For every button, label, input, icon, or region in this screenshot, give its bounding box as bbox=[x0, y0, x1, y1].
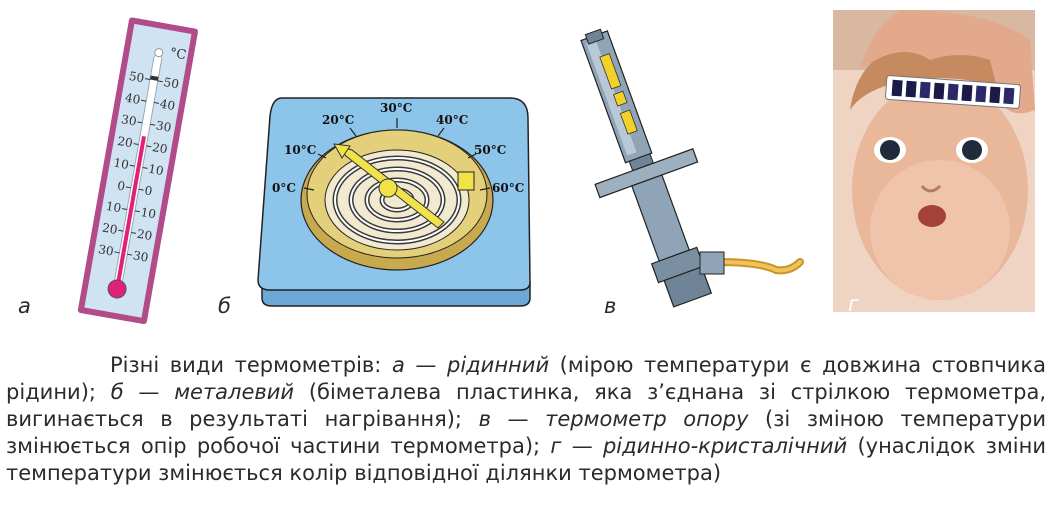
caption-dash: — bbox=[123, 380, 175, 404]
svg-text:0°C: 0°C bbox=[272, 181, 296, 195]
right-scale: 50 40 30 20 10 0 10 20 30 bbox=[132, 75, 180, 265]
caption-dash: — bbox=[561, 434, 603, 458]
svg-text:30: 30 bbox=[120, 112, 137, 128]
caption-a-term: рідинний bbox=[447, 353, 550, 377]
svg-text:20: 20 bbox=[151, 140, 168, 156]
caption-b-desc: (біметалева пластинка, яка з’єднана зі с… bbox=[6, 380, 1047, 431]
figure-drawing: °C 50 40 30 20 10 0 10 20 30 50 40 30 20… bbox=[77, 10, 1035, 325]
label-g: г bbox=[848, 292, 860, 316]
resistance-thermometer bbox=[580, 28, 804, 308]
caption-v-desc: (зі зміною температури змінюється опір р… bbox=[6, 407, 1046, 458]
unit-label: °C bbox=[169, 46, 188, 64]
metal-thermometer: 0°C 10°C 20°C 30°C 40°C 50°C 60°C bbox=[257, 97, 531, 307]
svg-text:0: 0 bbox=[116, 179, 126, 194]
svg-text:20: 20 bbox=[101, 221, 118, 237]
svg-text:10: 10 bbox=[113, 156, 130, 172]
svg-text:60°C: 60°C bbox=[492, 181, 524, 195]
figure-caption: Різні види термометрів: а — рідинний (мі… bbox=[6, 352, 1046, 487]
svg-text:30°C: 30°C bbox=[380, 101, 412, 115]
svg-text:30: 30 bbox=[97, 242, 114, 258]
caption-g-term: рідинно-кристалічний bbox=[602, 434, 848, 458]
caption-v-letter: в bbox=[478, 407, 491, 431]
svg-text:50: 50 bbox=[128, 69, 145, 85]
svg-text:0: 0 bbox=[143, 183, 153, 198]
label-a: а bbox=[18, 294, 31, 318]
svg-text:20: 20 bbox=[136, 227, 153, 243]
caption-g-letter: г bbox=[550, 434, 562, 458]
svg-text:30: 30 bbox=[132, 248, 149, 264]
svg-text:20°C: 20°C bbox=[322, 113, 354, 127]
caption-dash: — bbox=[490, 407, 546, 431]
caption-b-term: металевий bbox=[174, 380, 295, 404]
caption-a-letter: а bbox=[391, 353, 405, 377]
svg-text:10: 10 bbox=[147, 162, 164, 178]
liquid-thermometer: °C 50 40 30 20 10 0 10 20 30 50 40 30 20… bbox=[77, 17, 198, 325]
left-scale: 50 40 30 20 10 0 10 20 30 bbox=[97, 69, 145, 259]
dial-scale: 0°C 10°C 20°C 30°C 40°C 50°C 60°C bbox=[272, 101, 524, 195]
svg-text:20: 20 bbox=[116, 134, 133, 150]
label-b: б bbox=[218, 294, 231, 318]
caption-b-letter: б bbox=[110, 380, 124, 404]
svg-text:50°C: 50°C bbox=[474, 143, 506, 157]
caption-intro: Різні види термометрів: bbox=[110, 353, 392, 377]
svg-text:40°C: 40°C bbox=[436, 113, 468, 127]
label-v: в bbox=[604, 294, 617, 318]
liquid-crystal-thermometer-photo bbox=[833, 10, 1035, 312]
caption-paragraph: Різні види термометрів: а — рідинний (мі… bbox=[6, 352, 1046, 487]
svg-text:50: 50 bbox=[163, 75, 180, 91]
svg-text:40: 40 bbox=[159, 97, 176, 113]
svg-text:30: 30 bbox=[155, 118, 172, 134]
svg-text:40: 40 bbox=[124, 91, 141, 107]
svg-text:10°C: 10°C bbox=[284, 143, 316, 157]
svg-text:10: 10 bbox=[140, 205, 157, 221]
caption-a-desc: (мірою температури є довжина стовпчика р… bbox=[6, 353, 1046, 404]
caption-v-term: термометр опору bbox=[545, 407, 749, 431]
thermometers-figure: °C 50 40 30 20 10 0 10 20 30 50 40 30 20… bbox=[18, 10, 1035, 325]
caption-g-desc: (унаслідок зміни температури змінюється … bbox=[6, 434, 1046, 485]
caption-dash: — bbox=[404, 353, 447, 377]
svg-text:10: 10 bbox=[105, 199, 122, 215]
